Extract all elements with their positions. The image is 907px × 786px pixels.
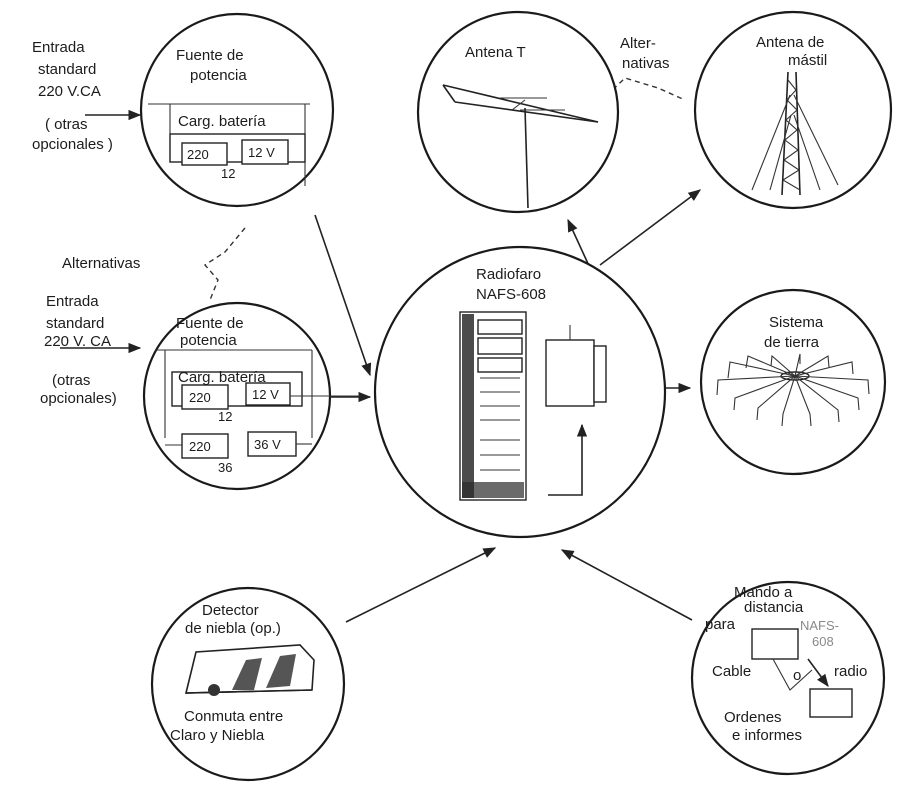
fog-caption-1: Conmuta entre <box>184 708 283 725</box>
remote-or: o <box>793 667 801 684</box>
power-top-title-1: Fuente de <box>176 47 244 64</box>
power-bottom-box-out-1: 12 V <box>252 387 279 402</box>
power-bottom-box-in-2: 220 <box>189 439 211 454</box>
remote-title-2: distancia <box>744 599 804 616</box>
power-bottom-ratio-2: 36 <box>218 460 232 475</box>
svg-text:opcionales): opcionales) <box>40 390 117 407</box>
svg-text:220 V.CA: 220 V.CA <box>38 83 101 100</box>
power-top-box-in: 220 <box>187 147 209 162</box>
power-top-box-out: 12 V <box>248 145 275 160</box>
svg-text:220 V. CA: 220 V. CA <box>44 333 111 350</box>
power-top-charger: Carg. batería <box>178 113 266 130</box>
beacon-title-2: NAFS-608 <box>476 286 546 303</box>
remote-device-2: 608 <box>812 634 834 649</box>
remote-footer-1: Ordenes <box>724 709 782 726</box>
dashed-alternatives-top <box>599 77 686 103</box>
power-bottom-title-1: Fuente de <box>176 315 244 332</box>
remote-para: para <box>705 616 736 633</box>
remote-device-1: NAFS- <box>800 618 839 633</box>
arrow-fog-to-beacon <box>345 547 497 623</box>
svg-text:Entrada: Entrada <box>32 39 85 56</box>
radio-link <box>807 658 829 688</box>
power-bottom-box-out-2: 36 V <box>254 437 281 452</box>
svg-text:(otras: (otras <box>52 372 90 389</box>
power-source-top: Fuente de potencia Carg. batería 220 12 … <box>139 12 335 208</box>
ground-title-2: de tierra <box>764 334 820 351</box>
svg-text:nativas: nativas <box>622 55 670 72</box>
radiobeacon-nafs-608: Radiofaro NAFS-608 <box>373 245 667 539</box>
ground-title-1: Sistema <box>769 314 824 331</box>
svg-text:Entrada: Entrada <box>46 293 99 310</box>
power-bottom-box-in-1: 220 <box>189 390 211 405</box>
remote-footer-2: e informes <box>732 727 802 744</box>
svg-text:standard: standard <box>38 61 96 78</box>
remote-title-1: Mando a <box>734 584 793 601</box>
antenna-t: Antena T <box>416 10 620 214</box>
arrow-powertop-to-beacon <box>314 214 372 377</box>
mast-title-2: mástil <box>788 52 827 69</box>
ground-system: Sistema de tierra <box>699 288 887 476</box>
power-top-input-label: Entrada standard 220 V.CA ( otras opcion… <box>32 39 113 153</box>
svg-text:standard: standard <box>46 315 104 332</box>
remote-panel-icon <box>751 628 799 660</box>
remote-cable: Cable <box>712 663 751 680</box>
alternatives-left-label: Alternativas <box>62 255 140 272</box>
power-bottom-charger: Carg. batería <box>178 369 266 386</box>
beacon-title-1: Radiofaro <box>476 266 541 283</box>
power-top-title-2: potencia <box>190 67 247 84</box>
svg-text:Alter-: Alter- <box>620 35 656 52</box>
power-bottom-input-label: Entrada standard 220 V. CA (otras opcion… <box>40 293 117 407</box>
mast-title-1: Antena de <box>756 34 824 51</box>
power-source-bottom: Fuente de potencia Carg. batería 220 12 … <box>142 301 360 491</box>
alternatives-top-label: Alter- nativas <box>620 35 670 72</box>
t-antenna-icon <box>442 84 599 209</box>
power-bottom-ratio-1: 12 <box>218 409 232 424</box>
fog-title-1: Detector <box>202 602 259 619</box>
power-bottom-title-2: potencia <box>180 332 237 349</box>
fog-detector: Detector de niebla (op.) Conmuta entre C… <box>150 586 346 782</box>
antenna-mast: Antena de mástil <box>693 10 893 210</box>
cable-link <box>772 658 813 691</box>
remote-control: Mando a distancia para NAFS- 608 Cable o… <box>690 580 886 776</box>
fog-sensor-icon <box>184 644 315 696</box>
connectors <box>60 77 702 623</box>
svg-text:( otras: ( otras <box>45 116 88 133</box>
control-cabinet-icon <box>545 325 607 407</box>
remote-unit-icon <box>809 688 853 718</box>
antenna-t-title: Antena T <box>465 44 526 61</box>
dashed-alternatives-left <box>203 227 246 301</box>
arrow-remote-to-beacon <box>560 549 693 621</box>
arrow-beacon-to-antenna-t <box>567 218 591 269</box>
ground-radials-icon <box>716 353 870 427</box>
svg-text:opcionales ): opcionales ) <box>32 136 113 153</box>
equipment-rack-icon <box>459 311 527 501</box>
remote-radio: radio <box>834 663 867 680</box>
lattice-mast-icon <box>751 71 839 196</box>
fog-caption-2: Claro y Niebla <box>170 727 265 744</box>
arrow-beacon-to-mast <box>599 189 702 266</box>
fog-title-2: de niebla (op.) <box>185 620 281 637</box>
power-top-ratio: 12 <box>221 166 235 181</box>
